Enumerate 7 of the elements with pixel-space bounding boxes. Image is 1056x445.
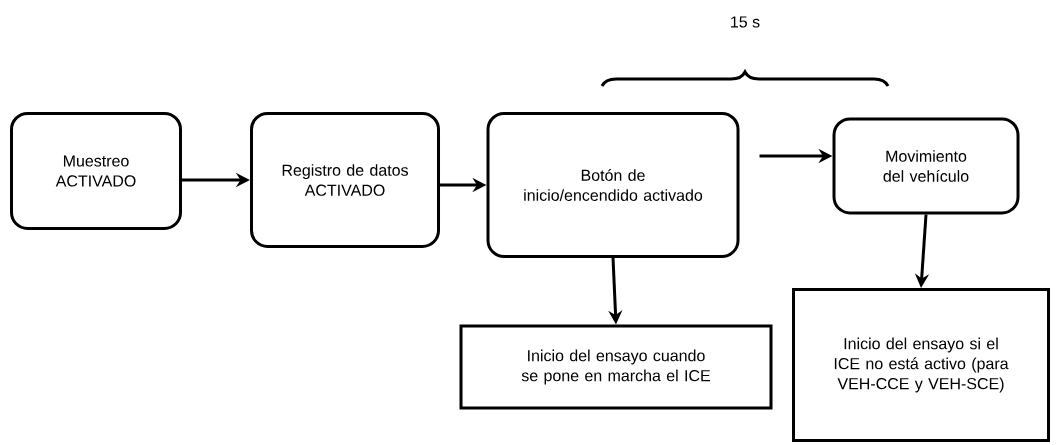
rounded-box: Muestreo ACTIVADO (10, 112, 182, 230)
rounded-box: Registro de datos ACTIVADO (250, 112, 440, 248)
rounded-box: Movimiento del vehículo (832, 117, 1020, 215)
duration-label: 15 s (731, 16, 760, 28)
box: Inicio del ensayo si el ICE no está activo (para VEH-CCE y VEH-SCE) (792, 288, 1050, 442)
rounded-box: Botón de inicio/encendido activado (486, 112, 740, 258)
box: Inicio del ensayo cuando se pone en marcha el ICE (459, 324, 773, 410)
